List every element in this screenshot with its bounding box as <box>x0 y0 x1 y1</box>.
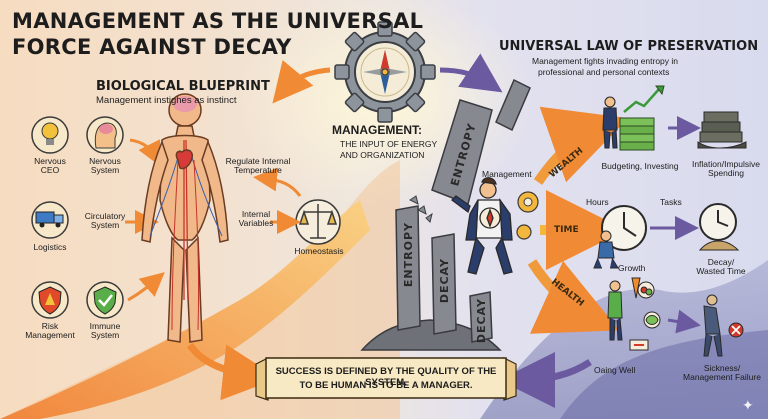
scale-icon <box>295 199 341 245</box>
pillar-label-entropy: ENTROPY <box>402 222 415 288</box>
arrow-left-orange <box>272 59 331 104</box>
conclusion-banner <box>255 357 517 401</box>
label-homeostasis: Homeostasis <box>294 246 344 256</box>
label-hours: Hours <box>586 197 609 207</box>
arrow-purple-to-banner <box>499 351 592 408</box>
preservation-sub-2: professional and personal contexts <box>538 67 670 77</box>
pillar-label-decay-1: DECAY <box>438 258 451 304</box>
decay-clock-icon <box>698 203 740 251</box>
biological-subtitle: Management instighes as instinct <box>96 95 237 106</box>
main-title-line-2: FORCE AGAINST DECAY <box>12 35 292 59</box>
management-sub-1: THE INPUT OF ENERGY <box>340 139 438 149</box>
money-stack-icon <box>619 85 665 151</box>
health-arrow <box>527 259 620 334</box>
arrow-to-banner <box>187 342 279 401</box>
pillar-label-decay-2: DECAY <box>475 298 488 344</box>
label-time: TIME <box>554 225 579 235</box>
banner-line-2: TO BE HUMAN IS TO BE A MANAGER. <box>299 380 473 391</box>
management-sub-2: AND ORGANIZATION <box>340 150 425 160</box>
main-title-line-1: MANAGEMENT AS THE UNIVERSAL <box>12 9 424 33</box>
arrow-right-purple <box>439 53 503 93</box>
banner-line-1: SUCCESS IS DEFINED BY THE QUALITY OF THE… <box>275 366 497 388</box>
label-sickness: Sickness/Management Failure <box>683 363 761 383</box>
label-logistics: Logistics <box>33 242 67 252</box>
conclusion-banner-text: SUCCESS IS DEFINED BY THE QUALITY OF THE… <box>268 359 504 397</box>
sick-person-icon <box>703 294 744 357</box>
small-gear-icon-2 <box>516 224 532 240</box>
small-gear-icon <box>517 191 539 213</box>
clock-icon <box>601 205 647 251</box>
label-budgeting: Budgeting, Investing <box>601 161 679 171</box>
label-doing-well: Oaing Well <box>594 365 636 375</box>
label-growth: Growth <box>618 263 646 273</box>
human-body-figure <box>141 93 229 343</box>
brain-head-icon <box>86 116 124 154</box>
lightbulb-icon <box>31 116 69 154</box>
melting-money-icon <box>697 111 747 149</box>
wealth-arrow <box>533 106 629 185</box>
management-heading: MANAGEMENT: <box>332 123 422 137</box>
healthy-person-icon <box>607 280 623 341</box>
truck-icon <box>31 201 69 239</box>
gear-compass-icon <box>334 21 436 123</box>
preservation-heading: UNIVERSAL LAW OF PRESERVATION <box>499 39 759 54</box>
manager-figure <box>451 177 513 275</box>
preservation-sub-1: Management fights invading entropy in <box>532 56 679 66</box>
label-decay-wasted-time: Decay/Wasted Time <box>696 257 746 277</box>
shield-warning-icon <box>31 281 69 319</box>
shield-check-icon <box>86 281 124 319</box>
worker-figure <box>593 230 619 269</box>
biological-heading: BIOLOGICAL BLUEPRINT <box>96 79 270 94</box>
investor-icon <box>602 96 618 149</box>
warm-hill <box>0 160 400 419</box>
label-tasks: Tasks <box>660 197 682 207</box>
sparkle-watermark-icon: ✦ <box>742 397 754 413</box>
food-icons <box>629 277 661 351</box>
label-management: Management <box>482 169 532 179</box>
